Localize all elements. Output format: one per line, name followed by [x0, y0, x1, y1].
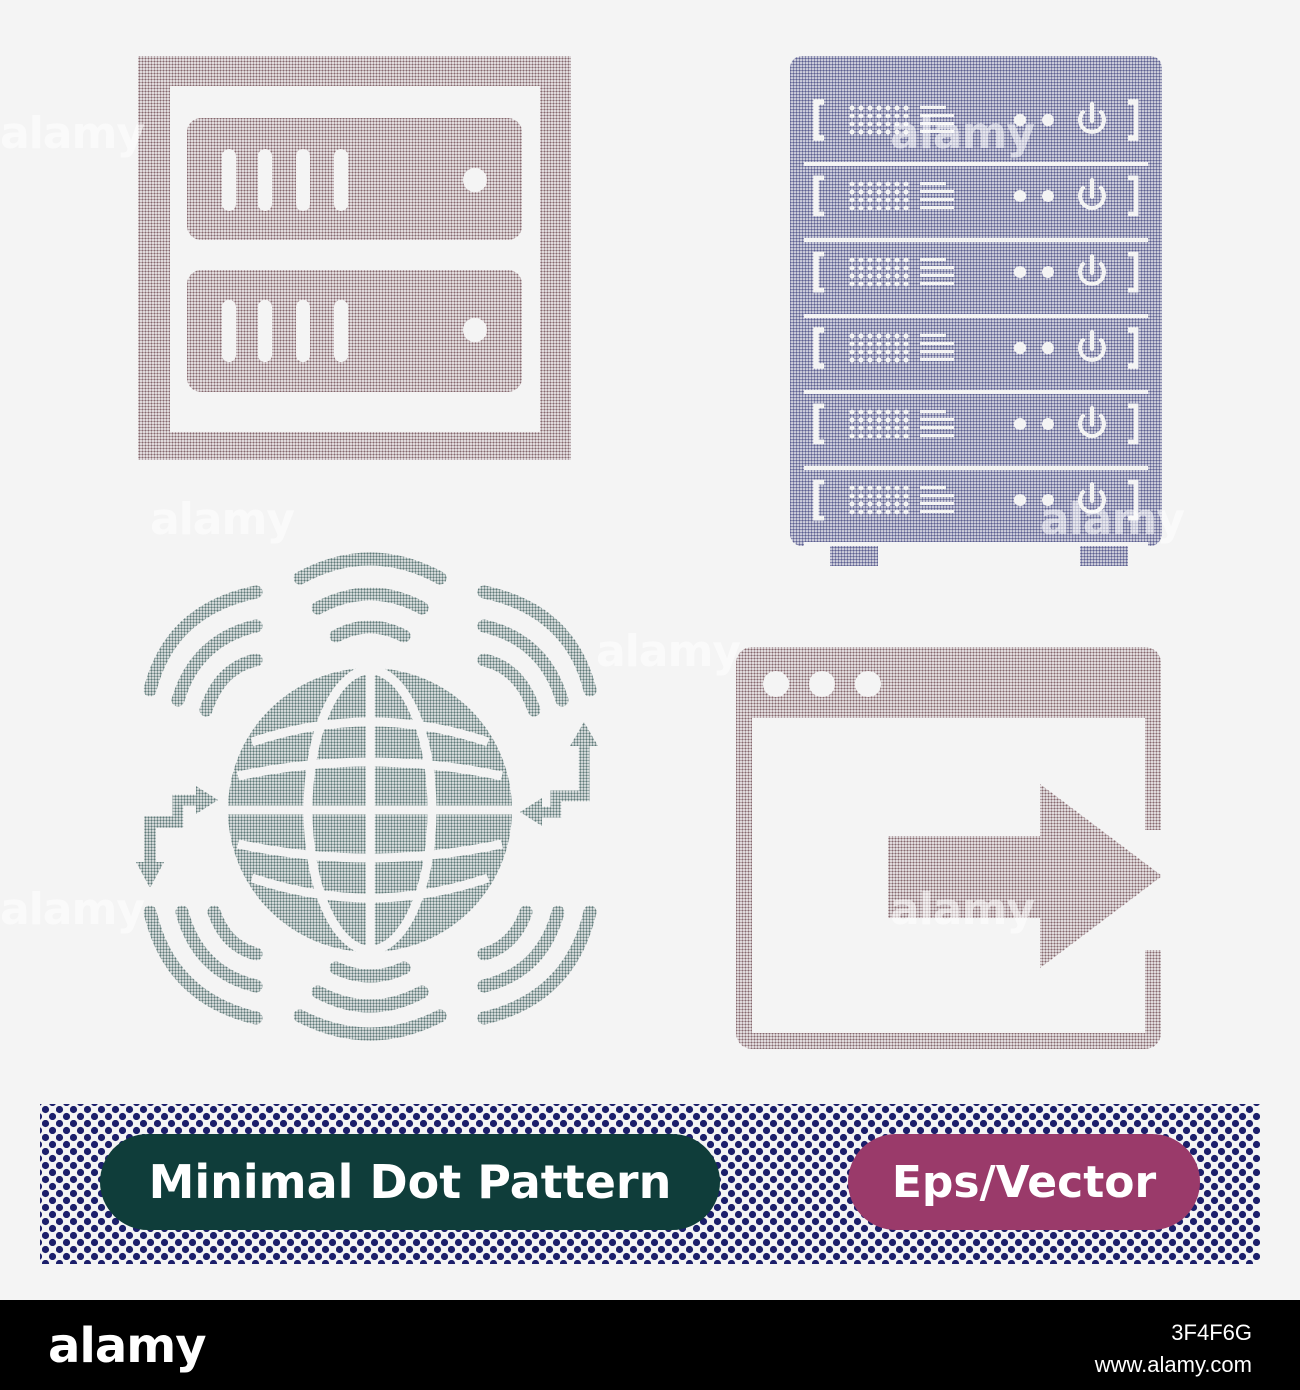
image-id-label: 3F4F6G — [1171, 1320, 1252, 1345]
title-pill: Minimal Dot Pattern — [100, 1134, 720, 1230]
watermark: alamy — [1040, 494, 1185, 545]
server-cabinet-icon — [138, 56, 571, 460]
application-exit-icon — [736, 647, 1163, 1049]
server-rack-icon — [790, 56, 1162, 566]
brand-logo: alamy — [48, 1318, 207, 1374]
title-text: Minimal Dot Pattern — [148, 1155, 672, 1209]
rack-unit — [804, 175, 1148, 242]
watermark: alamy — [0, 884, 145, 935]
watermark: alamy — [596, 626, 741, 677]
rack-unit — [804, 403, 1148, 470]
watermark: alamy — [0, 108, 145, 159]
watermark: alamy — [890, 884, 1035, 935]
rack-unit — [804, 251, 1148, 318]
global-network-icon — [136, 552, 598, 1041]
rack-unit — [804, 327, 1148, 394]
site-url-label: www.alamy.com — [1094, 1352, 1252, 1377]
watermark: alamy — [890, 108, 1035, 159]
rack-unit — [804, 479, 1148, 546]
format-text: Eps/Vector — [891, 1156, 1157, 1208]
format-pill: Eps/Vector — [848, 1134, 1200, 1230]
footer-bar: alamy 3F4F6G www.alamy.com — [0, 1300, 1300, 1390]
watermark: alamy — [150, 494, 295, 545]
rack-unit — [804, 99, 1148, 166]
